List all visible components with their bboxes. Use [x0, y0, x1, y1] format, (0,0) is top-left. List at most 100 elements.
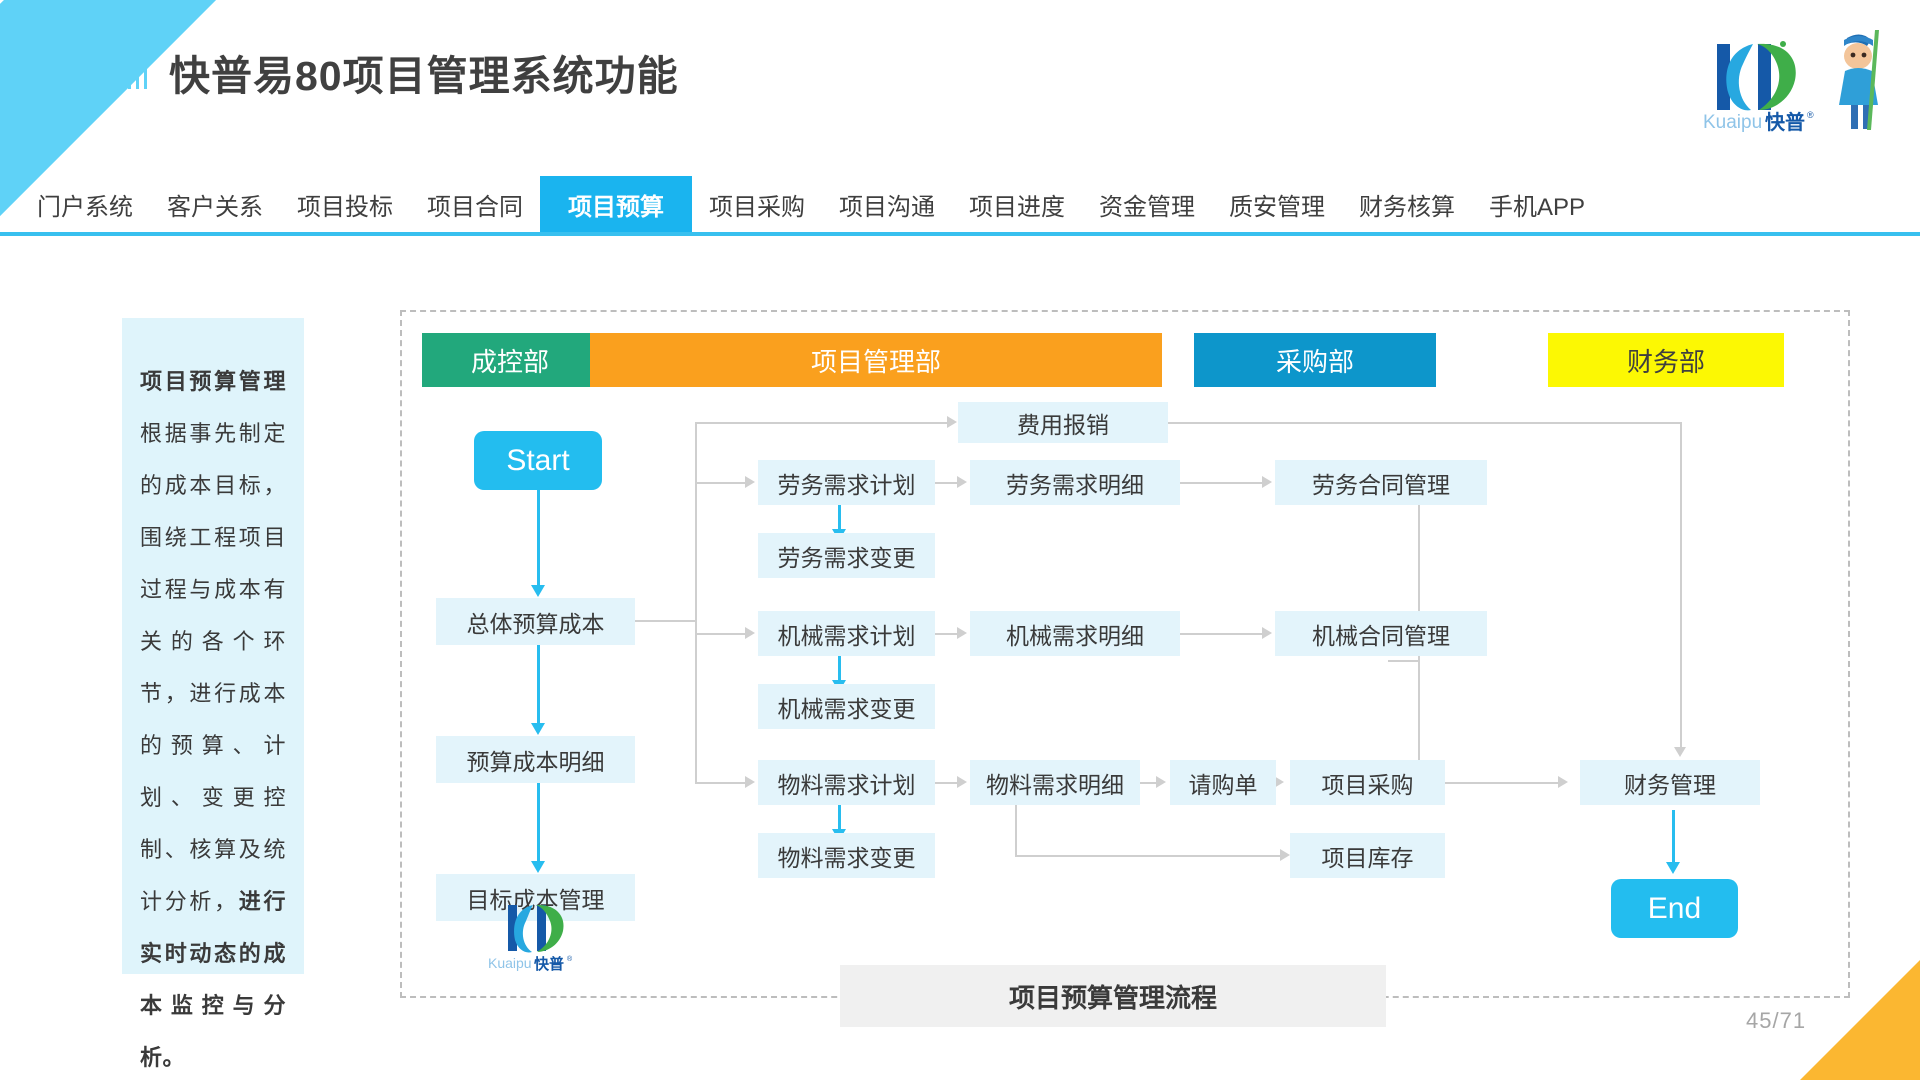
arrowhead-finance-to-end: [1666, 862, 1680, 874]
description-body: 根据事先制定的成本目标，围绕工程项目过程与成本有关的各个环节，进行成本的预算、计…: [140, 421, 286, 914]
connector-material-detail-down: [1015, 803, 1017, 856]
arrowhead-start-to-total: [531, 585, 545, 597]
arrowhead-detail-to-target: [531, 861, 545, 873]
svg-text:快普: 快普: [534, 955, 564, 973]
connector-expense-right: [1168, 422, 1682, 424]
node-target-cost-mgmt[interactable]: 目标成本管理: [436, 874, 635, 921]
arrowhead-machine-detail-to-contract: [1262, 627, 1272, 639]
svg-text:快普: 快普: [1765, 110, 1805, 134]
nav-item-9[interactable]: 质安管理: [1229, 193, 1325, 221]
nav-item-8[interactable]: 资金管理: [1099, 193, 1195, 221]
dept-header-cost-control: 成控部: [422, 333, 598, 387]
connector-expense-down: [1680, 422, 1682, 747]
kuaipu-watermark-logo: Kuaipu 快普 ®: [482, 895, 612, 973]
node-total-budget-cost[interactable]: 总体预算成本: [436, 598, 635, 645]
arrowhead-trunk-to-machine-plan: [745, 627, 755, 639]
node-machine-demand-change[interactable]: 机械需求变更: [758, 684, 935, 729]
connector-trunk-to-expense: [695, 422, 947, 424]
nav-item-5[interactable]: 项目采购: [709, 193, 805, 221]
dept-header-finance: 财务部: [1548, 333, 1784, 387]
arrowhead-machine-plan-to-detail: [957, 627, 967, 639]
node-requisition[interactable]: 请购单: [1170, 760, 1276, 805]
page-header: 快普易80项目管理系统功能: [128, 42, 679, 102]
arrowhead-material-detail-to-inventory: [1280, 849, 1290, 861]
node-material-demand-detail[interactable]: 物料需求明细: [970, 760, 1140, 805]
nav-item-1[interactable]: 客户关系: [167, 193, 263, 221]
svg-text:®: ®: [567, 955, 573, 963]
node-machine-demand-plan[interactable]: 机械需求计划: [758, 611, 935, 656]
node-labor-demand-change[interactable]: 劳务需求变更: [758, 533, 935, 578]
nav-item-2[interactable]: 项目投标: [297, 193, 393, 221]
nav-item-6[interactable]: 项目沟通: [839, 193, 935, 221]
connector-labor-plan-to-detail: [935, 482, 957, 484]
svg-text:®: ®: [1807, 110, 1814, 120]
node-budget-cost-detail[interactable]: 预算成本明细: [436, 736, 635, 783]
connector-finance-to-end: [1672, 810, 1675, 865]
connector-machine-detail-to-contract: [1180, 633, 1262, 635]
node-labor-contract-mgmt[interactable]: 劳务合同管理: [1275, 460, 1487, 505]
node-finance-mgmt[interactable]: 财务管理: [1580, 760, 1760, 805]
svg-text:Kuaipu: Kuaipu: [488, 955, 532, 971]
connector-labor-plan-to-change: [838, 503, 841, 533]
triple-bar-icon: [128, 55, 147, 89]
arrowhead-requisition-to-purchase: [1274, 776, 1284, 788]
connector-start-to-total: [537, 490, 540, 585]
connector-trunk-to-machine-plan: [695, 633, 745, 635]
connector-total-to-trunk: [635, 620, 697, 622]
node-project-inventory[interactable]: 项目库存: [1290, 833, 1445, 878]
arrowhead-total-to-detail: [531, 723, 545, 735]
flowchart-caption: 项目预算管理流程: [840, 965, 1386, 1027]
connector-material-detail-to-inventory: [1015, 855, 1280, 857]
node-start[interactable]: Start: [474, 431, 602, 490]
connector-collector-to-finance: [1418, 782, 1558, 784]
node-expense-claim[interactable]: 费用报销: [958, 402, 1168, 443]
nav-underline: [0, 232, 1920, 236]
node-labor-demand-plan[interactable]: 劳务需求计划: [758, 460, 935, 505]
node-labor-demand-detail[interactable]: 劳务需求明细: [970, 460, 1180, 505]
dept-header-project-mgmt: 项目管理部: [590, 333, 1162, 387]
connector-trunk-to-labor-plan: [695, 482, 745, 484]
arrowhead-trunk-to-expense: [947, 416, 957, 428]
arrowhead-trunk-to-material-plan: [745, 776, 755, 788]
connector-material-plan-to-change: [838, 803, 841, 833]
arrowhead-labor-plan-to-detail: [957, 476, 967, 488]
nav-item-10[interactable]: 财务核算: [1359, 193, 1455, 221]
connector-material-plan-to-detail: [935, 782, 957, 784]
description-panel: 项目预算管理根据事先制定的成本目标，围绕工程项目过程与成本有关的各个环节，进行成…: [122, 318, 304, 1070]
page-number: 45/71: [1746, 1008, 1807, 1033]
connector-material-detail-to-requisition: [1140, 782, 1156, 784]
section-nav[interactable]: 门户系统 客户关系 项目投标 项目合同项目预算项目采购 项目沟通 项目进度 资金管理 质安管理…: [0, 176, 1920, 232]
nav-item-0[interactable]: 门户系统: [37, 193, 133, 221]
connector-labor-detail-to-contract: [1180, 482, 1262, 484]
connector-total-to-detail: [537, 645, 540, 723]
kuaipu-logo: Kuaipu 快普 ®: [1695, 22, 1885, 134]
description-tail: 进行实时动态的成本监控与分析。: [140, 889, 286, 1070]
connector-machine-plan-to-detail: [935, 633, 957, 635]
connector-machine-contract-out: [1388, 660, 1420, 662]
arrowhead-trunk-to-labor-plan: [745, 476, 755, 488]
description-lead: 项目预算管理: [140, 369, 286, 394]
svg-text:Kuaipu: Kuaipu: [1703, 112, 1762, 133]
nav-item-3[interactable]: 项目合同: [427, 193, 523, 221]
nav-item-7[interactable]: 项目进度: [969, 193, 1065, 221]
page-title: 快普易80项目管理系统功能: [169, 53, 679, 99]
node-project-purchase[interactable]: 项目采购: [1290, 760, 1445, 805]
connector-machine-plan-to-change: [838, 654, 841, 684]
arrowhead-labor-detail-to-contract: [1262, 476, 1272, 488]
connector-detail-to-target: [537, 783, 540, 861]
arrowhead-material-detail-to-requisition: [1156, 776, 1166, 788]
node-material-demand-plan[interactable]: 物料需求计划: [758, 760, 935, 805]
node-material-demand-change[interactable]: 物料需求变更: [758, 833, 935, 878]
arrowhead-collector-to-finance: [1558, 776, 1568, 788]
dept-header-purchasing: 采购部: [1194, 333, 1436, 387]
nav-item-4[interactable]: 项目预算: [540, 176, 692, 232]
connector-branch-trunk: [695, 422, 697, 782]
node-machine-demand-detail[interactable]: 机械需求明细: [970, 611, 1180, 656]
arrowhead-expense-to-finance: [1674, 747, 1686, 757]
connector-trunk-to-material-plan: [695, 782, 745, 784]
nav-item-11[interactable]: 手机APP: [1489, 193, 1586, 221]
node-machine-contract-mgmt[interactable]: 机械合同管理: [1275, 611, 1487, 656]
arrowhead-material-plan-to-detail: [957, 776, 967, 788]
node-end[interactable]: End: [1611, 879, 1738, 938]
bottom-right-decor-triangle: [1800, 960, 1920, 1080]
